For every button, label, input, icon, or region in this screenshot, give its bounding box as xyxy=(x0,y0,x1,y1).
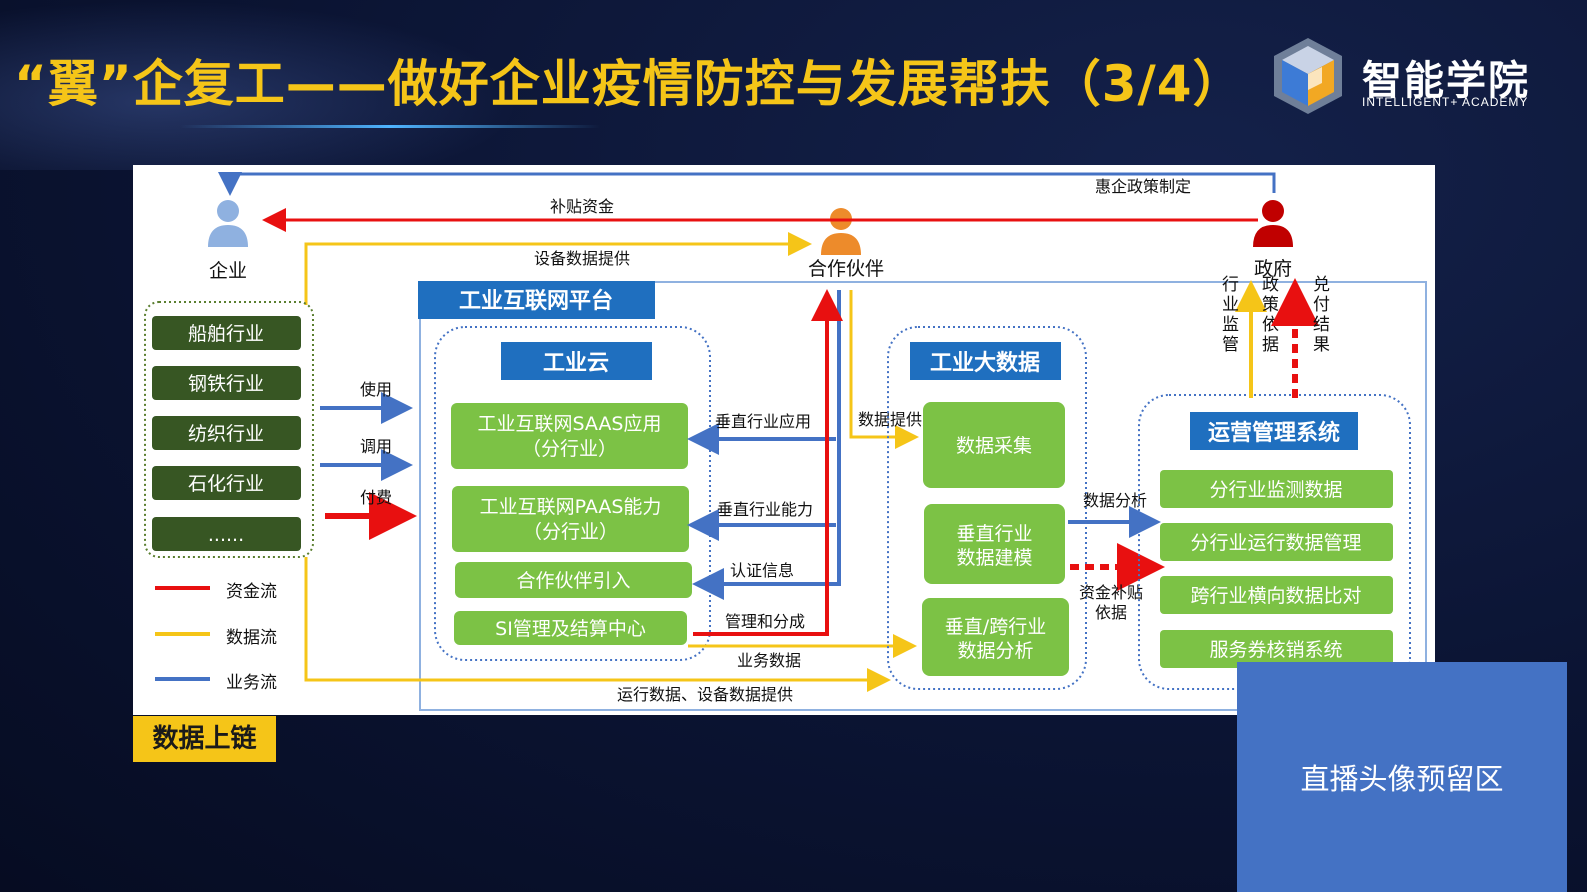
bigdata-item-box xyxy=(922,598,1069,676)
ops-item-label: 分行业运行数据管理 xyxy=(1190,532,1361,554)
enterprise-icon xyxy=(208,200,248,247)
vertical-label-text: 政策依据 xyxy=(1258,275,1279,355)
industries-group xyxy=(144,301,314,558)
operation-data-flow-arrow xyxy=(304,557,891,692)
industry-label: ...... xyxy=(208,524,244,546)
data-provide-flow-label: 数据提供 xyxy=(858,410,922,429)
platform-title: 工业互联网平台 xyxy=(459,288,613,314)
policy-flow-arrow xyxy=(218,172,1276,196)
industry-box xyxy=(152,366,301,400)
logo-text: 智能学院 xyxy=(1362,59,1530,103)
partner-icon xyxy=(821,208,861,255)
cloud-item-box xyxy=(451,403,688,469)
ops-group xyxy=(1138,394,1411,690)
partner-business-flow-arrow xyxy=(692,290,841,600)
bigdata-item-box xyxy=(923,402,1065,488)
industry-box xyxy=(152,517,301,551)
analysis-flow-label: 数据分析 xyxy=(1083,491,1147,510)
vertical-capability-flow-label: 垂直行业能力 xyxy=(717,500,813,519)
cube-logo-icon xyxy=(1274,38,1342,114)
industry-label: 石化行业 xyxy=(188,473,264,495)
use-flow-label: 使用 xyxy=(360,380,392,399)
ops-title: 运营管理系统 xyxy=(1208,420,1340,446)
pay-flow-label: 付费 xyxy=(360,488,392,507)
bigdata-item-sublabel: 数据建模 xyxy=(956,547,1032,569)
vertical-label-text: 行业监管 xyxy=(1218,275,1239,355)
policy-basis-label: 政策依据 xyxy=(1258,275,1279,355)
vertical-app-flow-label: 垂直行业应用 xyxy=(715,412,811,431)
legend-fund-label: 资金流 xyxy=(226,582,277,602)
industry-box xyxy=(152,416,301,450)
cloud-item-label: SI管理及结算中心 xyxy=(495,618,646,640)
vertical-label-text: 兑付结果 xyxy=(1309,275,1330,355)
ops-item-box xyxy=(1160,630,1393,668)
platform-frame xyxy=(419,281,1427,711)
cloud-item-box xyxy=(455,562,692,598)
bigdata-group xyxy=(887,326,1087,690)
cloud-item-label: 工业互联网SAAS应用 xyxy=(478,413,662,435)
bigdata-item-label: 垂直行业 xyxy=(956,523,1032,545)
ops-item-label: 分行业监测数据 xyxy=(1209,479,1342,501)
cloud-item-label: 工业互联网PAAS能力 xyxy=(480,496,662,518)
industry-label: 钢铁行业 xyxy=(188,373,264,395)
subsidy-basis-label-2: 依据 xyxy=(1095,603,1127,622)
ops-item-label: 服务券核销系统 xyxy=(1209,639,1342,661)
live-avatar-placeholder: 直播头像预留区 xyxy=(1237,662,1567,892)
industry-box xyxy=(152,316,301,350)
ops-item-box xyxy=(1160,576,1393,614)
cloud-item-sublabel: （分行业） xyxy=(522,438,617,460)
bigdata-item-label: 垂直/跨行业 xyxy=(945,616,1046,638)
bigdata-title: 工业大数据 xyxy=(930,350,1040,376)
cloud-title: 工业云 xyxy=(543,351,609,376)
cloud-item-label: 合作伙伴引入 xyxy=(516,570,630,592)
device-data-flow-label: 设备数据提供 xyxy=(534,249,630,268)
settlement-fund-flow-arrow xyxy=(693,289,843,636)
operation-data-flow-label: 运行数据、设备数据提供 xyxy=(617,685,793,704)
data-onchain-tag: 数据上链 xyxy=(133,716,276,762)
industry-box xyxy=(152,466,301,500)
cloud-group xyxy=(434,326,711,661)
settlement-flow-label: 管理和分成 xyxy=(725,612,805,631)
cloud-item-sublabel: （分行业） xyxy=(523,521,618,543)
cashing-result-label: 兑付结果 xyxy=(1309,275,1330,355)
cloud-title-box xyxy=(501,342,652,380)
ops-item-label: 跨行业横向数据比对 xyxy=(1190,585,1361,607)
ops-title-box xyxy=(1190,412,1358,450)
legend-business-label: 业务流 xyxy=(226,673,277,693)
diagram-panel: 企业 合作伙伴 政府 惠企政策制定 补贴资金 设备数据提供 船舶行业钢铁行业纺织… xyxy=(133,165,1435,715)
cloud-item-box xyxy=(454,611,687,645)
enterprise-label: 企业 xyxy=(209,260,247,282)
page-title: “翼”企复工——做好企业疫情防控与发展帮扶（3/4） xyxy=(14,55,1244,113)
ops-item-box xyxy=(1160,523,1393,561)
industry-label: 纺织行业 xyxy=(188,423,264,445)
bigdata-item-sublabel: 数据分析 xyxy=(957,640,1033,662)
subsidy-basis-label-1: 资金补贴 xyxy=(1079,583,1143,602)
policy-flow-label: 惠企政策制定 xyxy=(1095,177,1191,196)
bigdata-item-box xyxy=(924,504,1065,584)
title-underline xyxy=(180,125,600,128)
title-glow xyxy=(0,0,520,170)
industry-label: 船舶行业 xyxy=(188,323,264,345)
logo-subtitle: INTELLIGENT+ ACADEMY xyxy=(1362,95,1529,109)
cloud-item-box xyxy=(452,486,689,552)
government-icon xyxy=(1253,200,1293,247)
supervision-label: 行业监管 xyxy=(1218,275,1239,355)
auth-info-flow-label: 认证信息 xyxy=(730,561,794,580)
call-flow-label: 调用 xyxy=(360,437,392,456)
government-label: 政府 xyxy=(1254,258,1292,280)
partner-label: 合作伙伴 xyxy=(808,258,884,280)
bigdata-item-label: 数据采集 xyxy=(956,435,1032,457)
legend-data-label: 数据流 xyxy=(226,628,277,648)
business-data-flow-label: 业务数据 xyxy=(737,651,801,670)
ops-item-box xyxy=(1160,470,1393,508)
platform-title-box xyxy=(418,281,655,319)
device-data-flow-arrow xyxy=(304,232,812,305)
flow-diagram: 企业 合作伙伴 政府 惠企政策制定 补贴资金 设备数据提供 船舶行业钢铁行业纺织… xyxy=(144,172,1427,711)
data-provide-flow-arrow xyxy=(849,290,919,449)
subsidy-flow-label: 补贴资金 xyxy=(550,197,614,216)
bigdata-title-box xyxy=(910,342,1061,380)
